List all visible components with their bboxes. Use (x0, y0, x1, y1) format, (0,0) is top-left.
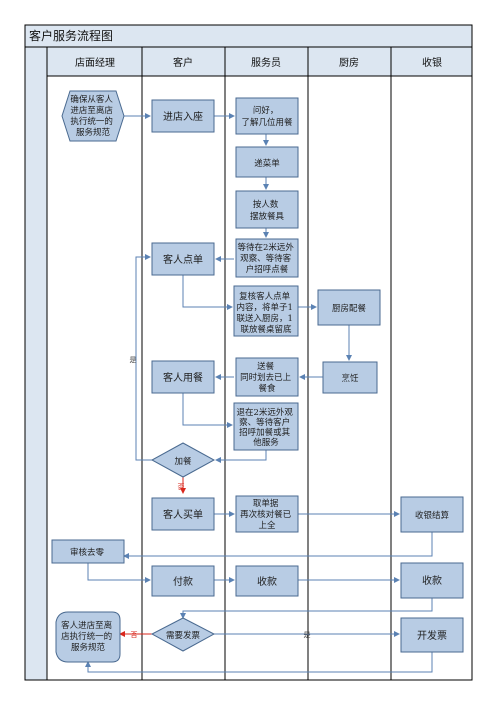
svg-text:客人买单: 客人买单 (163, 508, 203, 521)
node-greet: 问好， 了解几位用餐 (235, 97, 299, 135)
svg-text:收款: 收款 (422, 574, 442, 587)
svg-text:客人点单: 客人点单 (163, 253, 203, 266)
svg-text:开发票: 开发票 (417, 629, 447, 642)
no-connectors (119, 477, 186, 637)
svg-text:按人数 摆放餐具: 按人数 摆放餐具 (250, 199, 285, 222)
svg-text:取单据 再次核对餐已 上全: 取单据 再次核对餐已 上全 (240, 498, 294, 531)
node-collect-cashier: 收款 (400, 562, 464, 599)
connectors (85, 113, 433, 673)
node-issue-invoice: 开发票 (400, 617, 464, 653)
decision-add-dish: 加餐 (150, 442, 216, 478)
node-customer-dine: 客人用餐 (151, 360, 215, 394)
svg-text:收款: 收款 (257, 575, 277, 588)
svg-text:复核客人点单 内容，将单子1 联送入: 复核客人点单 内容，将单子1 联送入厨房，1 联放餐桌留底 (236, 291, 295, 335)
svg-text:客人用餐: 客人用餐 (163, 371, 203, 384)
lane-dividers (141, 47, 392, 680)
lane-header-customer: 客户 (173, 56, 193, 69)
svg-text:确保从客人 进店至离店 执行统一的: 确保从客人 进店至离店 执行统一的 服务规范 (70, 94, 115, 138)
node-customer-order: 客人点单 (151, 242, 215, 276)
node-utensils: 按人数 摆放餐具 (235, 190, 299, 229)
node-enter-seat: 进店入座 (151, 99, 215, 133)
lane-header-row (24, 46, 473, 77)
node-cook: 烹饪 (322, 361, 378, 394)
node-wait-order: 等待在2米远外 观察、等待客 户招呼点餐 (235, 238, 299, 278)
edge-label-add-no: 否 (178, 483, 185, 491)
svg-text:收银结算: 收银结算 (415, 510, 450, 521)
svg-text:递菜单: 递菜单 (254, 158, 280, 169)
node-menu: 递菜单 (235, 146, 299, 178)
svg-text:客人进店至离 店执行统一的 服务规范: 客人进店至离 店执行统一的 服务规范 (61, 620, 115, 653)
svg-text:送餐 同时划去已上 餐食: 送餐 同时划去已上 餐食 (240, 361, 294, 394)
node-kitchen-prep: 厨房配餐 (317, 289, 381, 326)
svg-text:等待在2米远外 观察、等待客 户招呼: 等待在2米远外 观察、等待客 户招呼点餐 (237, 242, 296, 275)
edge-label-invoice-no: 否 (131, 631, 138, 639)
chart-title: 客户服务流程图 (29, 28, 113, 43)
svg-text:加餐: 加餐 (174, 456, 192, 467)
lane-header-waiter: 服务员 (251, 56, 281, 69)
node-pay: 付款 (151, 565, 215, 597)
node-customer-pay-request: 客人买单 (151, 497, 215, 531)
svg-text:退在2米远外观 察、等待客户 招呼加: 退在2米远外观 察、等待客户 招呼加餐或其 他服务 (236, 407, 295, 448)
edge-label-invoice-yes: 是 (304, 631, 311, 639)
lane-header-kitchen: 厨房 (339, 56, 359, 69)
svg-text:审核去零: 审核去零 (70, 547, 105, 558)
lane-header-manager: 店面经理 (75, 56, 115, 69)
node-end: 客人进店至离 店执行统一的 服务规范 (55, 611, 121, 663)
node-review-order: 复核客人点单 内容，将单子1 联送入厨房，1 联放餐桌留底 (233, 285, 299, 337)
left-gutter (24, 46, 48, 681)
node-bill-check: 取单据 再次核对餐已 上全 (235, 495, 299, 533)
node-start: 确保从客人 进店至离店 执行统一的 服务规范 (61, 90, 125, 142)
svg-text:厨房配餐: 厨房配餐 (332, 303, 367, 314)
node-serve: 送餐 同时划去已上 餐食 (235, 357, 299, 397)
lane-header-cashier: 收银 (422, 56, 442, 69)
svg-text:进店入座: 进店入座 (163, 110, 203, 123)
node-audit: 审核去零 (51, 539, 125, 564)
node-collect-waiter: 收款 (235, 565, 299, 597)
svg-text:烹饪: 烹饪 (341, 373, 359, 384)
edge-label-add-yes: 是 (130, 356, 137, 364)
node-wait-service: 退在2米远外观 察、等待客户 招呼加餐或其 他服务 (233, 402, 299, 451)
svg-text:问好， 了解几位用餐: 问好， 了解几位用餐 (241, 105, 293, 128)
svg-text:付款: 付款 (173, 575, 193, 588)
decision-need-invoice: 需要发票 (150, 617, 216, 652)
svg-text:需要发票: 需要发票 (166, 630, 201, 641)
node-checkout: 收银结算 (400, 496, 464, 533)
